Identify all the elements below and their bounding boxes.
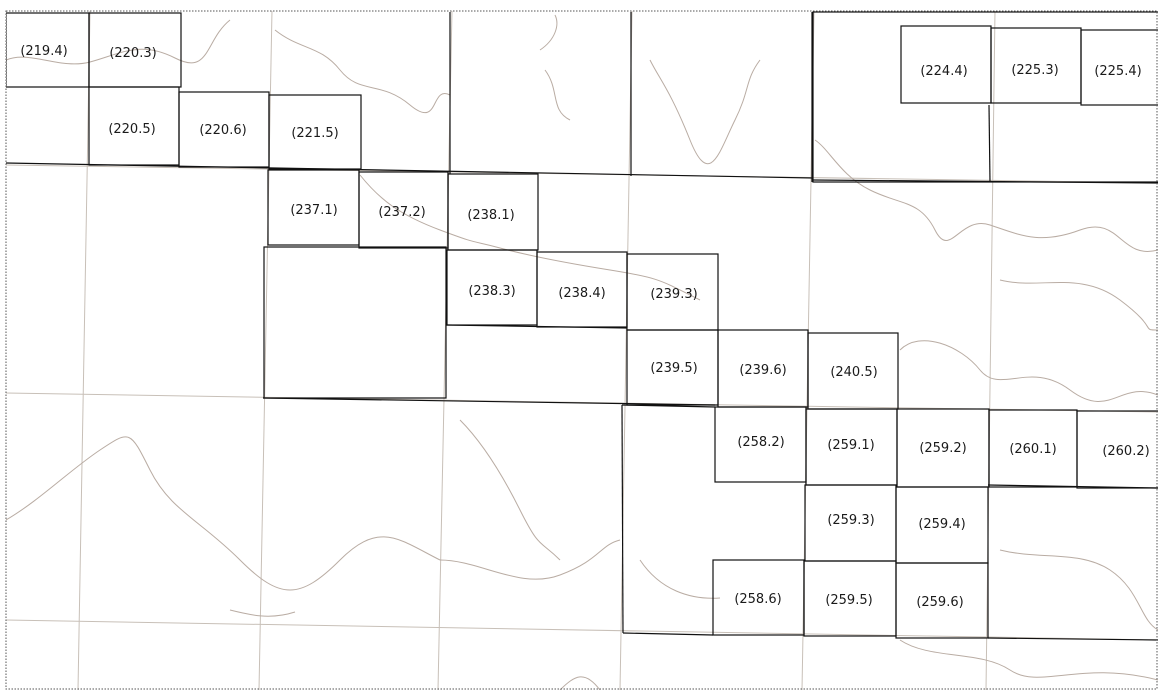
coastline-8: [6, 436, 441, 591]
coastline-1: [274, 29, 451, 113]
coastline-paths: [6, 14, 1158, 690]
sheet-label-239-5: (239.5): [650, 361, 697, 376]
sheet-block-0: [263, 246, 447, 399]
sheet-label-260-1: (260.1): [1009, 442, 1056, 457]
sheet-label-239-6: (239.6): [739, 363, 786, 378]
coastline-2: [359, 174, 701, 301]
grid-line-v0: [77, 11, 91, 690]
sheet-label-238-1: (238.1): [467, 208, 514, 223]
coastline-10: [459, 419, 561, 561]
sheet-tile-259-6[interactable]: [895, 562, 989, 639]
sheet-tile-225-4[interactable]: [1080, 29, 1158, 106]
block-edge-h0: [6, 162, 814, 179]
sheet-label-219-4: (219.4): [20, 44, 67, 59]
sheet-label-237-2: (237.2): [378, 205, 425, 220]
block-edge-h7: [987, 637, 1158, 641]
sheet-label-220-6: (220.6): [199, 123, 246, 138]
sheet-label-221-5: (221.5): [291, 126, 338, 141]
sheet-label-240-5: (240.5): [830, 365, 877, 380]
sheet-tiles: [6, 11, 1158, 641]
block-edge-h6: [622, 632, 714, 636]
sheet-label-258-2: (258.2): [737, 435, 784, 450]
grid-line-v1: [258, 11, 273, 690]
sheet-block-1: [812, 11, 1158, 183]
coastline-12: [999, 549, 1158, 631]
coastline-14: [229, 609, 296, 617]
sheet-label-259-3: (259.3): [827, 513, 874, 528]
block-edge-v0: [621, 404, 624, 634]
sheet-label-238-3: (238.3): [468, 284, 515, 299]
coastline-5: [814, 139, 1158, 252]
sheet-label-259-4: (259.4): [918, 517, 965, 532]
coastline-15: [559, 676, 601, 690]
coastline-13: [899, 639, 1158, 681]
coastline-3: [539, 14, 571, 121]
block-edge-v1: [988, 104, 991, 183]
grid-line-h1: [6, 619, 1158, 641]
sheet-label-239-3: (239.3): [650, 287, 697, 302]
sheet-label-259-2: (259.2): [919, 441, 966, 456]
coastline-7: [899, 340, 1158, 402]
coastline-4: [649, 59, 761, 165]
block-edge-h4: [621, 404, 716, 408]
sheet-label-260-2: (260.2): [1102, 444, 1149, 459]
sheet-label-224-4: (224.4): [920, 64, 967, 79]
coastline-9: [439, 539, 621, 580]
sheet-label-238-4: (238.4): [558, 286, 605, 301]
block-edge-h2: [445, 324, 628, 329]
map-frame: [5, 10, 1158, 690]
sheet-label-237-1: (237.1): [290, 203, 337, 218]
grid-line-v5: [985, 11, 996, 690]
sheet-label-259-6: (259.6): [916, 595, 963, 610]
block-edge-h5: [987, 484, 1158, 489]
coastline-6: [999, 279, 1158, 331]
sheet-label-259-1: (259.1): [827, 438, 874, 453]
sheet-label-225-4: (225.4): [1094, 64, 1141, 79]
sheet-label-258-6: (258.6): [734, 592, 781, 607]
block-edge-h3: [262, 397, 716, 406]
block-edge-h1: [812, 179, 1158, 184]
coastline-11: [639, 559, 721, 599]
sheet-tile-260-2[interactable]: [1076, 410, 1158, 489]
grid-line-v3: [619, 11, 633, 690]
sheet-label-225-3: (225.3): [1011, 63, 1058, 78]
sheet-label-220-5: (220.5): [108, 122, 155, 137]
sheet-label-259-5: (259.5): [825, 593, 872, 608]
sheet-label-220-3: (220.3): [109, 46, 156, 61]
sheet-labels: (219.4) (220.3) (220.5) (220.6) (221.5) (224.…: [20, 44, 1149, 610]
coastline-0: [6, 19, 231, 65]
